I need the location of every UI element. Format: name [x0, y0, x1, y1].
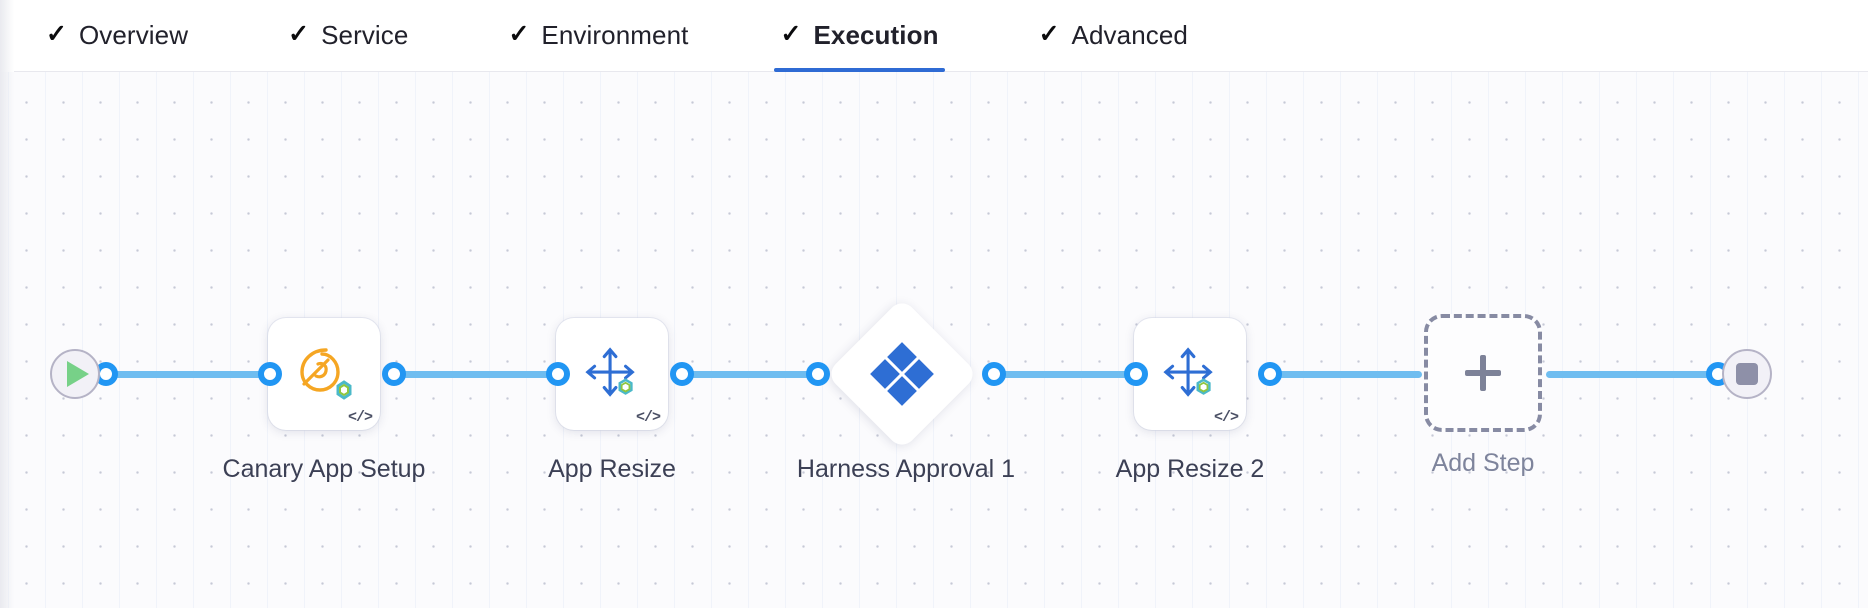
connector-canary-to-resize — [392, 371, 560, 378]
tab-execution-label: Execution — [813, 20, 939, 50]
app-resize-icon — [1163, 347, 1213, 397]
check-icon: ✓ — [1038, 20, 1060, 48]
play-icon — [67, 361, 89, 387]
step-node-app-resize[interactable]: </> — [556, 318, 668, 430]
step-label-harness-approval-1: Harness Approval 1 — [796, 455, 1016, 483]
connector-start-to-canary — [104, 371, 272, 378]
check-icon: ✓ — [780, 20, 802, 48]
connector-dot-approval-out[interactable] — [982, 362, 1006, 386]
pipeline-end-node[interactable] — [1722, 349, 1772, 399]
add-step-label: Add Step — [1431, 449, 1535, 477]
connector-dot-resize2-out[interactable] — [1258, 362, 1282, 386]
tab-environment[interactable]: ✓ Environment — [486, 0, 710, 72]
connector-approval-to-resize2 — [992, 371, 1138, 378]
canvas-left-shadow — [0, 72, 14, 608]
stop-icon — [1736, 363, 1758, 385]
check-icon: ✓ — [46, 20, 67, 48]
tab-advanced[interactable]: ✓ Advanced — [1017, 0, 1210, 72]
tab-advanced-label: Advanced — [1071, 20, 1188, 50]
tanzu-bird-icon — [300, 348, 352, 400]
code-badge-icon: </> — [635, 409, 661, 426]
step-node-harness-approval-1[interactable] — [825, 297, 979, 451]
tab-environment-label: Environment — [541, 20, 689, 50]
connector-dot-approval-in[interactable] — [806, 362, 830, 386]
tab-service-label: Service — [321, 20, 409, 50]
connector-dot-canary-in[interactable] — [258, 362, 282, 386]
step-node-canary-app-setup[interactable]: </> — [268, 318, 380, 430]
connector-dot-resize-out[interactable] — [670, 362, 694, 386]
pipeline-start-node[interactable] — [50, 349, 100, 399]
step-label-app-resize: App Resize — [548, 455, 676, 483]
connector-addstep-to-end — [1546, 371, 1716, 378]
connector-resize2-to-addstep — [1270, 371, 1422, 378]
step-label-app-resize-2: App Resize 2 — [1115, 455, 1265, 483]
tab-overview-label: Overview — [78, 20, 189, 50]
connector-resize-to-approval — [680, 371, 820, 378]
tab-service[interactable]: ✓ Service — [266, 0, 430, 72]
code-badge-icon: </> — [1213, 409, 1239, 426]
check-icon: ✓ — [288, 20, 310, 48]
connector-dot-resize-in[interactable] — [546, 362, 570, 386]
tabbar-left-shadow — [0, 0, 14, 72]
connector-dot-canary-out[interactable] — [382, 362, 406, 386]
tab-overview[interactable]: ✓ Overview — [24, 0, 210, 72]
plus-icon — [1465, 355, 1501, 391]
check-icon: ✓ — [508, 20, 530, 48]
app-resize-icon — [585, 347, 635, 397]
connector-dot-resize2-in[interactable] — [1124, 362, 1148, 386]
pipeline-canvas[interactable]: </> Canary App Setup </> App Resize — [0, 72, 1868, 608]
step-node-app-resize-2[interactable]: </> — [1134, 318, 1246, 430]
stage-tab-bar: ✓ Overview ✓ Service ✓ Environment ✓ Exe… — [0, 0, 1868, 72]
tab-execution[interactable]: ✓ Execution — [758, 0, 960, 72]
step-label-canary-app-setup: Canary App Setup — [222, 455, 426, 483]
code-badge-icon: </> — [347, 409, 373, 426]
add-step-button[interactable] — [1424, 314, 1542, 432]
